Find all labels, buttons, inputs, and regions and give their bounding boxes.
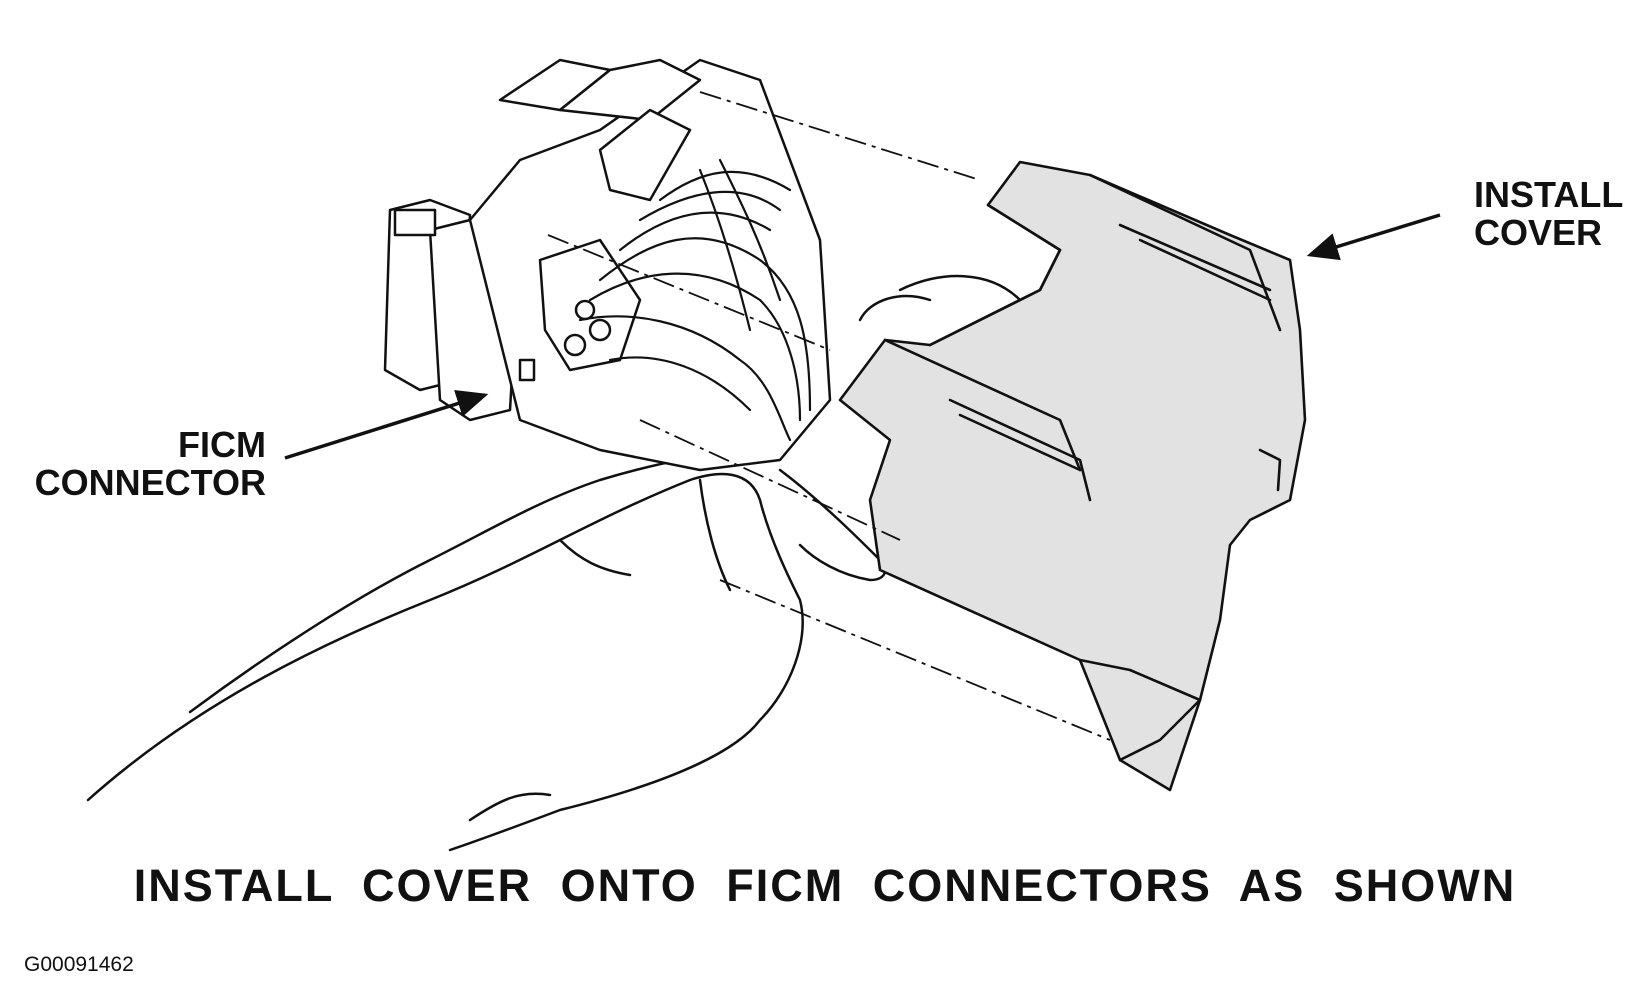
figure-id: G00091462 xyxy=(24,953,134,976)
install-cover-label: INSTALL COVER xyxy=(1474,176,1623,252)
ficm-connector-label: FICM CONNECTOR xyxy=(30,426,266,502)
figure-caption: INSTALL COVER ONTO FICM CONNECTORS AS SH… xyxy=(133,860,1517,911)
install-cover-label-line2: COVER xyxy=(1474,211,1603,253)
install-cover-arrow xyxy=(1306,213,1441,261)
ficm-connector-arrow xyxy=(284,390,489,460)
ficm-connector-label-line2: CONNECTOR xyxy=(34,461,266,503)
ficm-connector-drawing xyxy=(383,58,832,472)
install-cover-label-line1: INSTALL xyxy=(1474,174,1624,215)
wire-bundle xyxy=(578,158,812,442)
alignment-lines xyxy=(547,91,1111,741)
ficm-connector-label-line1: FICM xyxy=(178,424,266,465)
cover-drawing xyxy=(838,160,1307,792)
